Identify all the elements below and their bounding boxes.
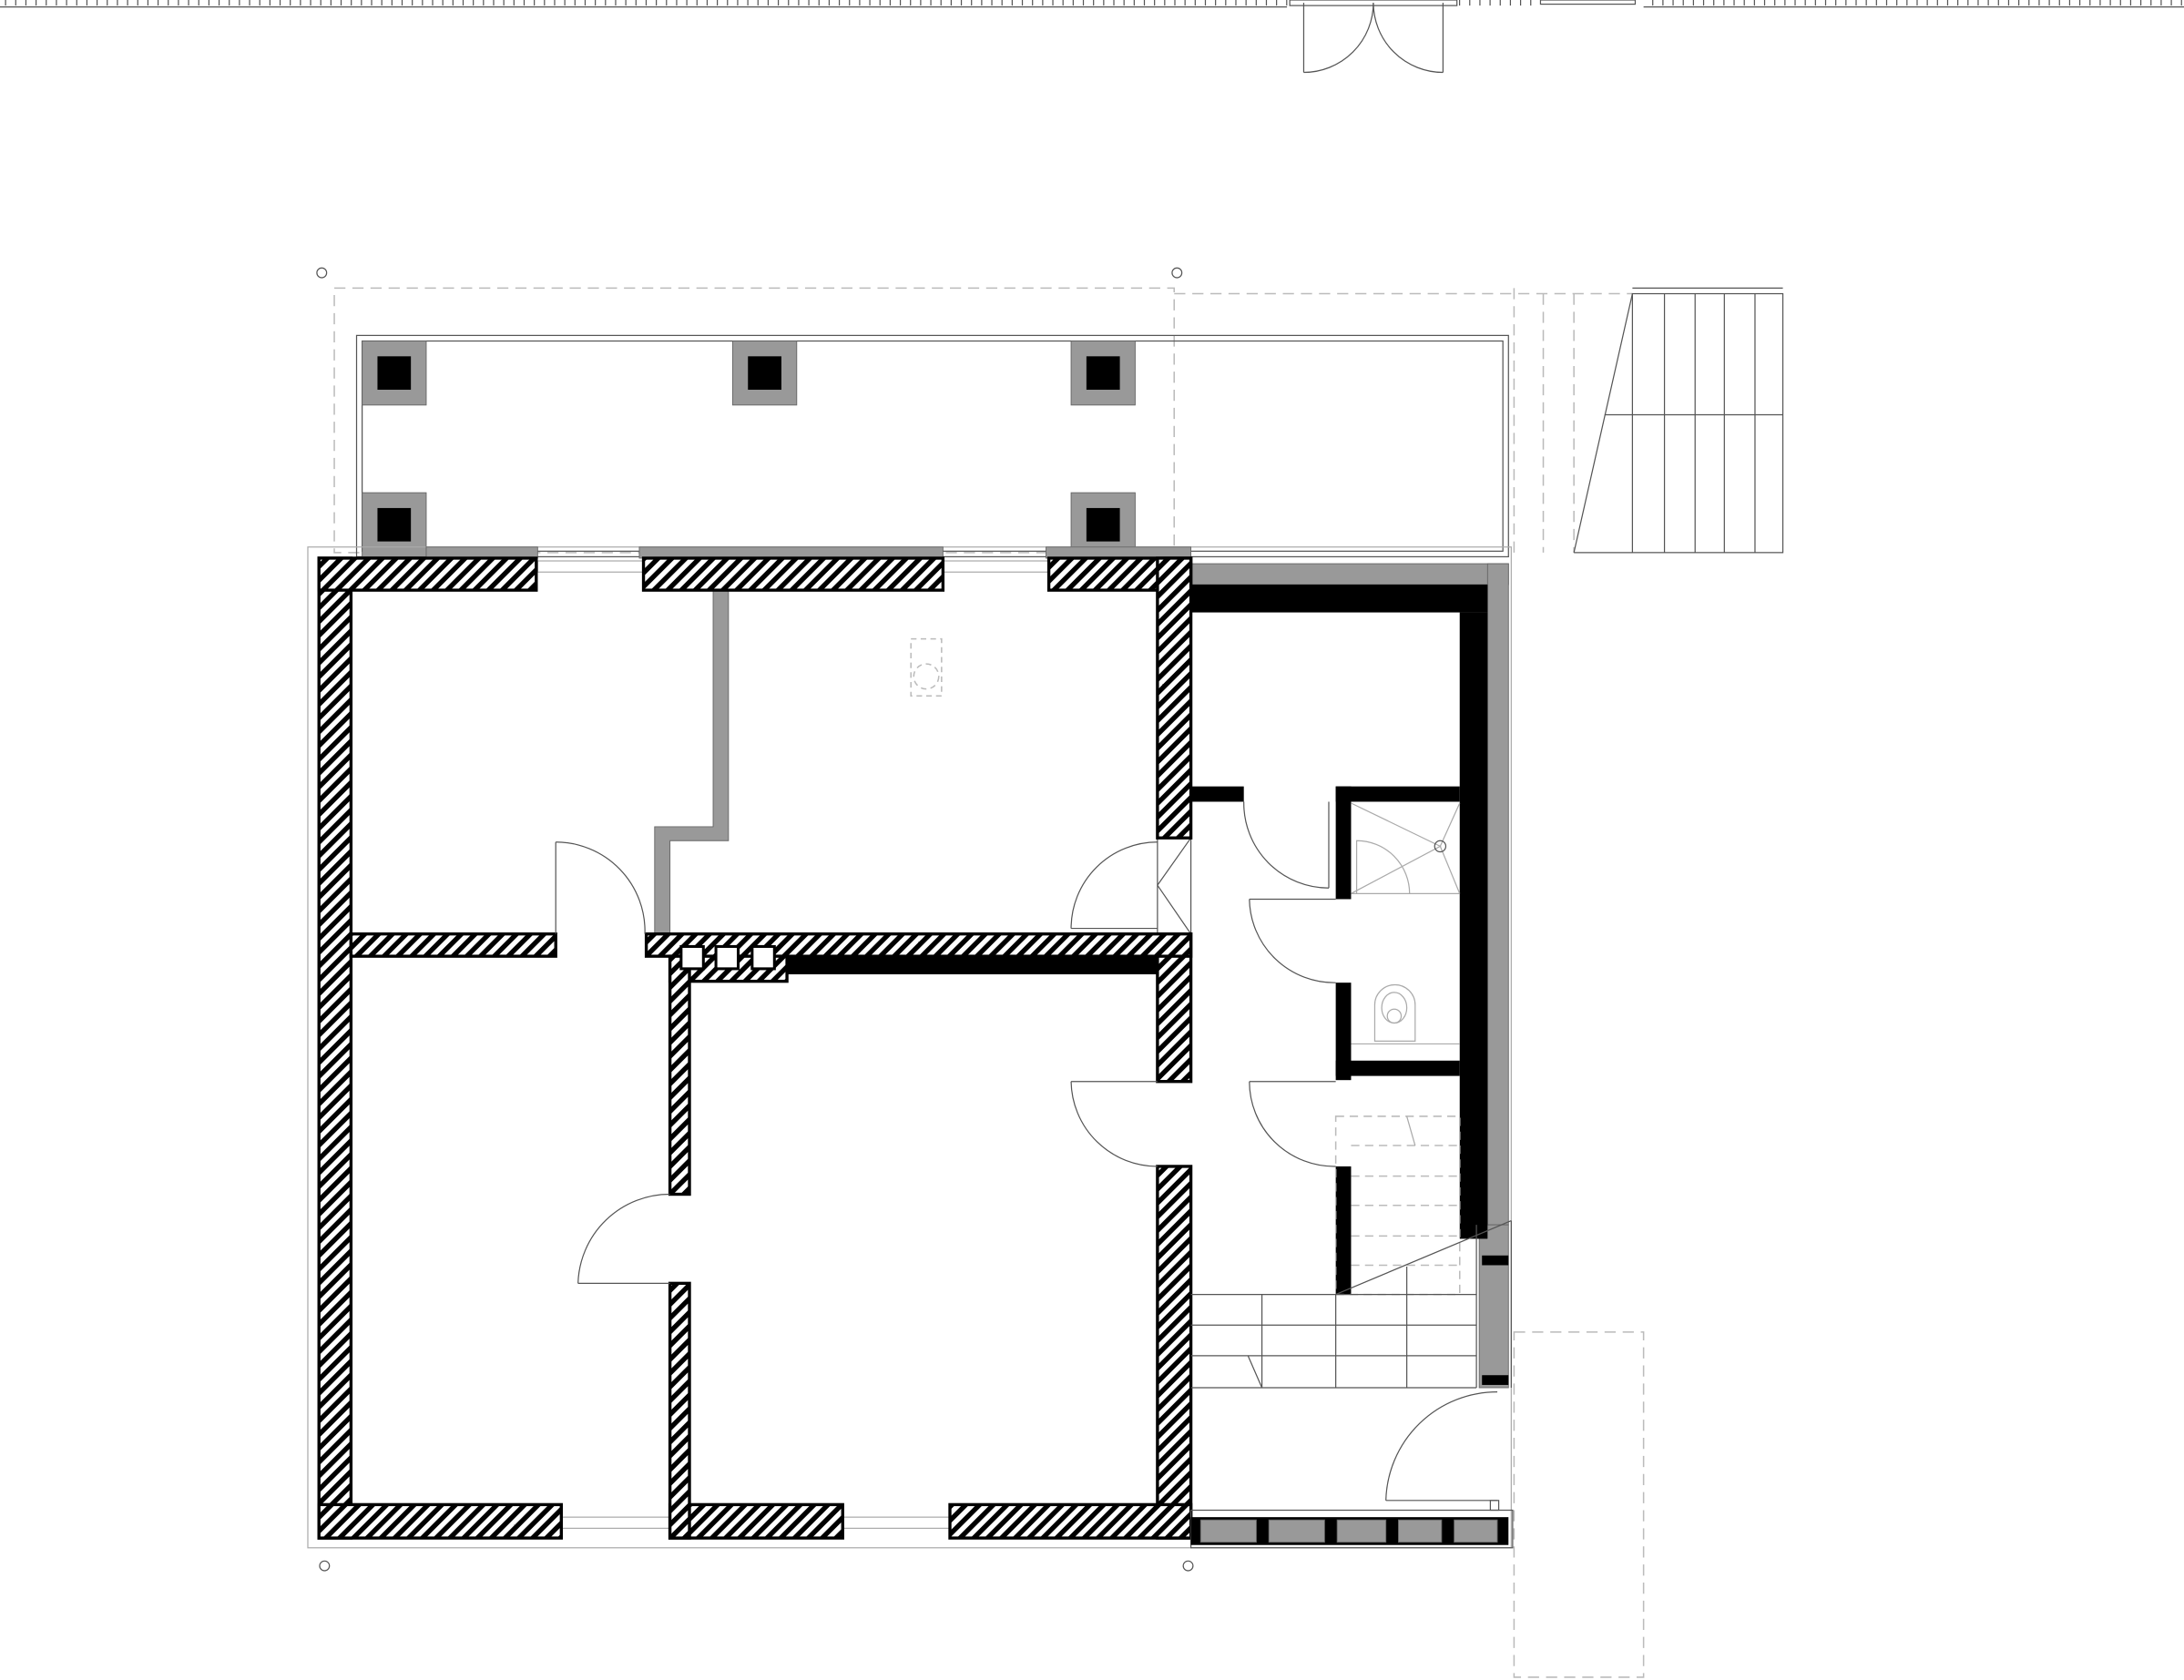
roof-outline-dashed xyxy=(333,287,1645,1678)
solid-walls xyxy=(787,585,1509,1385)
hatched-walls xyxy=(317,556,1193,1540)
bottom-facade-strip xyxy=(1189,1509,1514,1549)
double-door-top xyxy=(1302,3,1444,74)
ceiling-fixture-dashed xyxy=(910,637,943,697)
pillar xyxy=(362,341,427,406)
shower xyxy=(1351,802,1461,894)
exterior-stair xyxy=(1573,287,1784,554)
terrace xyxy=(355,334,1509,558)
door-swings xyxy=(555,801,1500,1512)
terrace-pillars xyxy=(362,341,1136,557)
windows xyxy=(536,560,1192,1529)
pillar xyxy=(731,341,798,406)
survey-points xyxy=(316,267,1194,1572)
chimney-flues xyxy=(679,944,776,971)
pillar xyxy=(1070,492,1136,557)
gray-walls xyxy=(425,546,1509,1389)
pillar xyxy=(362,492,427,557)
top-boundary-line xyxy=(0,0,2184,8)
building-outline xyxy=(307,546,1512,1549)
toilet-icon xyxy=(1351,983,1460,1045)
pillar xyxy=(1070,341,1136,406)
interior-stair xyxy=(1190,1115,1512,1389)
